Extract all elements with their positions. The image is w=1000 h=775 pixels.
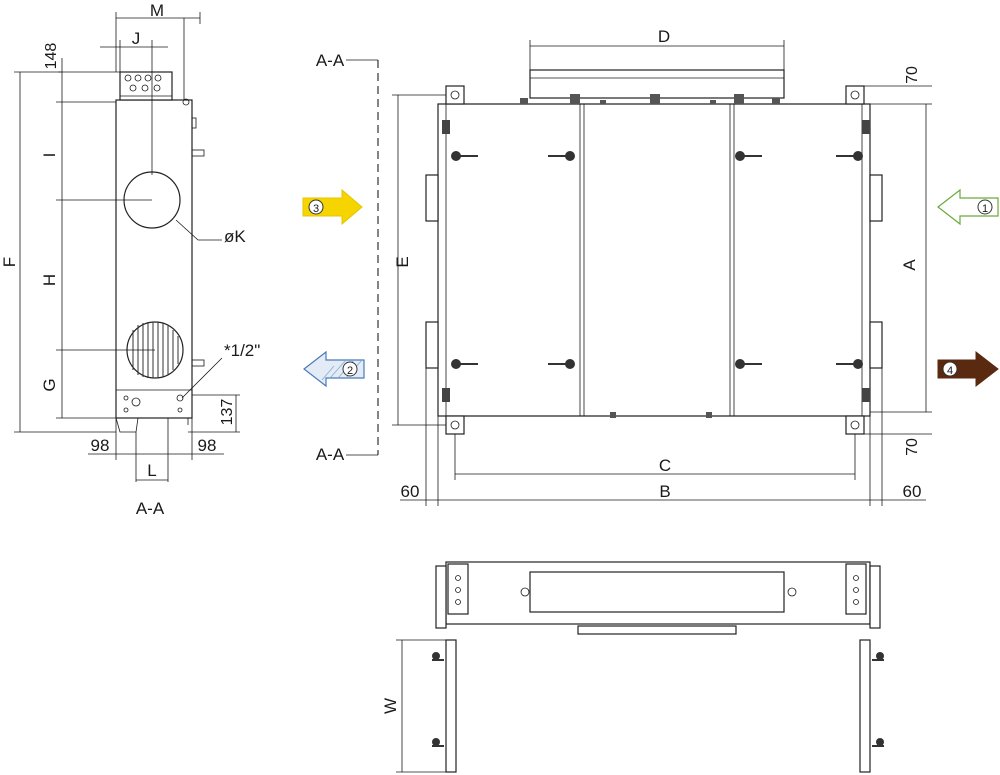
- front-view-top-duct: [529, 69, 785, 99]
- dim-J: J: [132, 29, 141, 48]
- dim-137: 137: [219, 399, 236, 426]
- side-view-terminal-box: [119, 71, 173, 101]
- arrow-3-number: 3: [313, 203, 319, 215]
- dim-148: 148: [43, 43, 60, 70]
- dim-A: A: [900, 259, 919, 271]
- dim-70-top: 70: [904, 66, 921, 84]
- dim-60-right: 60: [903, 482, 922, 501]
- dim-70-bottom: 70: [904, 438, 921, 456]
- dim-60-left: 60: [401, 482, 420, 501]
- airflow-arrow-3: 3: [302, 188, 363, 226]
- arrow-2-number: 2: [347, 365, 353, 377]
- section-label-top: A-A: [316, 51, 345, 70]
- airflow-arrow-2: 2: [303, 350, 365, 388]
- dim-B: B: [659, 482, 670, 501]
- front-view-body: [437, 103, 871, 417]
- airflow-arrow-4: 4: [937, 350, 999, 388]
- bottom-view: W: [381, 561, 884, 773]
- dim-98-left: 98: [91, 436, 110, 455]
- dim-98-right: 98: [198, 436, 217, 455]
- side-view: M J 148 F I H G øK *1/2" 137: [0, 1, 260, 518]
- dim-E: E: [393, 256, 412, 267]
- front-view: D E A 70 70 C B 60 60: [392, 27, 932, 506]
- arrow-4-number: 4: [947, 365, 953, 377]
- airflow-arrow-1: 1: [937, 188, 999, 226]
- section-line: A-A A-A: [316, 51, 379, 464]
- dim-I: I: [40, 153, 59, 158]
- arrow-1-number: 1: [982, 203, 988, 215]
- side-view-section-label: A-A: [136, 499, 165, 518]
- dim-M: M: [150, 1, 164, 20]
- dim-W: W: [381, 698, 400, 714]
- dim-C: C: [659, 456, 671, 475]
- dim-L: L: [147, 461, 156, 480]
- dim-G: G: [40, 378, 59, 391]
- dim-thread: *1/2": [224, 341, 260, 360]
- dim-D: D: [658, 27, 670, 46]
- section-label-bottom: A-A: [316, 445, 345, 464]
- dim-H: H: [40, 274, 59, 286]
- dim-K: øK: [224, 227, 246, 246]
- dim-F: F: [0, 257, 19, 267]
